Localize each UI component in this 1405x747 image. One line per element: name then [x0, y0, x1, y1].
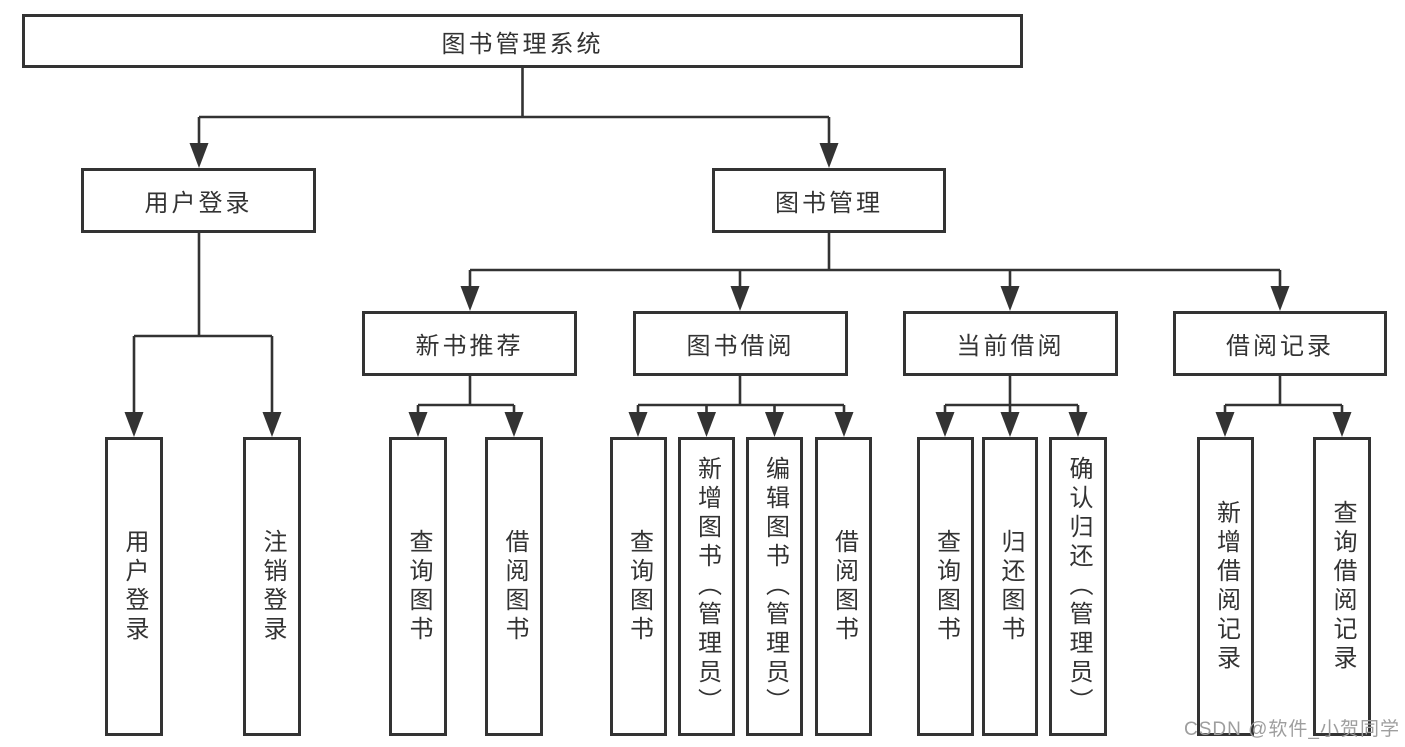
leaf-edit-book-admin: 编辑图书（管理员）	[746, 437, 803, 736]
leaf-query-books-borrowing: 查询图书	[610, 437, 667, 736]
leaf-add-book-admin: 新增图书（管理员）	[678, 437, 735, 736]
leaf-add-borrow-record: 新增借阅记录	[1197, 437, 1254, 736]
node-borrow-records: 借阅记录	[1173, 311, 1387, 376]
node-library-system: 图书管理系统	[22, 14, 1023, 68]
leaf-query-borrow-record: 查询借阅记录	[1313, 437, 1371, 736]
node-current-borrowing: 当前借阅	[903, 311, 1118, 376]
leaf-query-books-current: 查询图书	[917, 437, 974, 736]
leaf-user-login: 用户登录	[105, 437, 163, 736]
leaf-logout: 注销登录	[243, 437, 301, 736]
node-book-borrowing: 图书借阅	[633, 311, 848, 376]
leaf-confirm-return-admin: 确认归还（管理员）	[1049, 437, 1107, 736]
node-new-book-recommend: 新书推荐	[362, 311, 577, 376]
leaf-query-books-recommend: 查询图书	[389, 437, 447, 736]
leaf-return-book: 归还图书	[982, 437, 1038, 736]
node-user-login: 用户登录	[81, 168, 316, 233]
leaf-borrow-books-recommend: 借阅图书	[485, 437, 543, 736]
watermark: CSDN @软件_小贺同学	[1184, 719, 1400, 740]
leaf-borrow-books-borrowing: 借阅图书	[815, 437, 872, 736]
node-book-management: 图书管理	[712, 168, 946, 233]
